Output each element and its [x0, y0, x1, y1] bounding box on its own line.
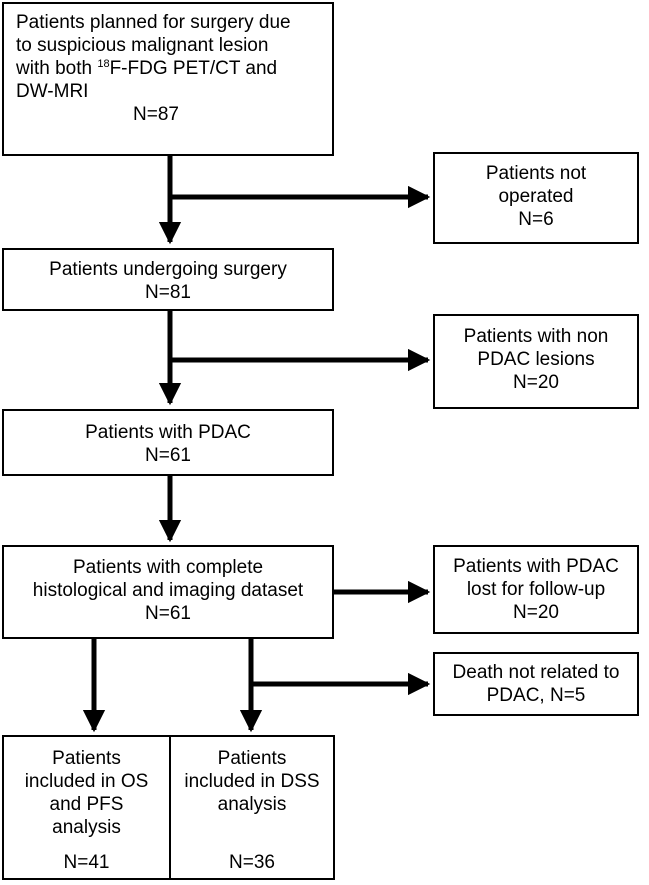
box-death-not-related: Death not related to PDAC, N=5: [433, 652, 639, 716]
box-complete-dataset: Patients with complete histological and …: [2, 545, 334, 639]
box-dss-analysis: Patients included in DSS analysis N=36: [169, 735, 335, 880]
os-pfs-count: N=41: [63, 852, 110, 873]
dss-line-1: Patients: [217, 748, 287, 769]
start-line-4: DW-MRI: [16, 81, 89, 102]
start-count: N=87: [133, 104, 179, 125]
non-pdac-line-1: Patients with non: [463, 326, 609, 347]
os-pfs-line-3: and PFS: [49, 794, 124, 815]
lost-count: N=20: [513, 602, 559, 623]
os-pfs-line-1: Patients: [52, 748, 121, 769]
non-pdac-line-2: PDAC lesions: [477, 349, 595, 370]
death-line-2: PDAC, N=5: [486, 685, 586, 706]
surgery-count: N=81: [145, 282, 191, 303]
complete-line-2: histological and imaging dataset: [32, 580, 304, 601]
dss-line-3: analysis: [217, 794, 287, 815]
lost-line-2: lost for follow-up: [466, 579, 606, 600]
box-pdac: Patients with PDAC N=61: [2, 409, 334, 476]
pdac-line-1: Patients with PDAC: [85, 422, 251, 443]
surgery-line-1: Patients undergoing surgery: [49, 259, 287, 280]
box-not-operated: Patients not operated N=6: [433, 152, 639, 244]
complete-count: N=61: [145, 603, 191, 624]
lost-line-1: Patients with PDAC: [453, 556, 619, 577]
death-line-1: Death not related to: [452, 662, 620, 683]
pdac-count: N=61: [145, 445, 191, 466]
box-os-pfs-analysis: Patients included in OS and PFS analysis…: [2, 735, 171, 880]
not-operated-line-2: operated: [498, 186, 574, 207]
box-undergoing-surgery: Patients undergoing surgery N=81: [2, 248, 334, 311]
dss-line-2: included in DSS: [184, 771, 320, 792]
start-line-3: with both 18F-FDG PET/CT and: [16, 58, 278, 79]
dss-count: N=36: [229, 852, 275, 873]
start-line-1: Patients planned for surgery due: [16, 12, 291, 33]
complete-line-1: Patients with complete: [72, 557, 264, 578]
start-line-2: to suspicious malignant lesion: [16, 35, 269, 56]
not-operated-count: N=6: [518, 209, 554, 230]
box-non-pdac: Patients with non PDAC lesions N=20: [433, 314, 639, 409]
os-pfs-line-2: included in OS: [24, 771, 149, 792]
box-lost-follow-up: Patients with PDAC lost for follow-up N=…: [433, 545, 639, 634]
os-pfs-line-4: analysis: [52, 817, 121, 838]
not-operated-line-1: Patients not: [485, 163, 587, 184]
box-planned-surgery: Patients planned for surgery due to susp…: [2, 2, 334, 156]
non-pdac-count: N=20: [513, 372, 559, 393]
isotope-superscript: 18: [97, 58, 110, 70]
